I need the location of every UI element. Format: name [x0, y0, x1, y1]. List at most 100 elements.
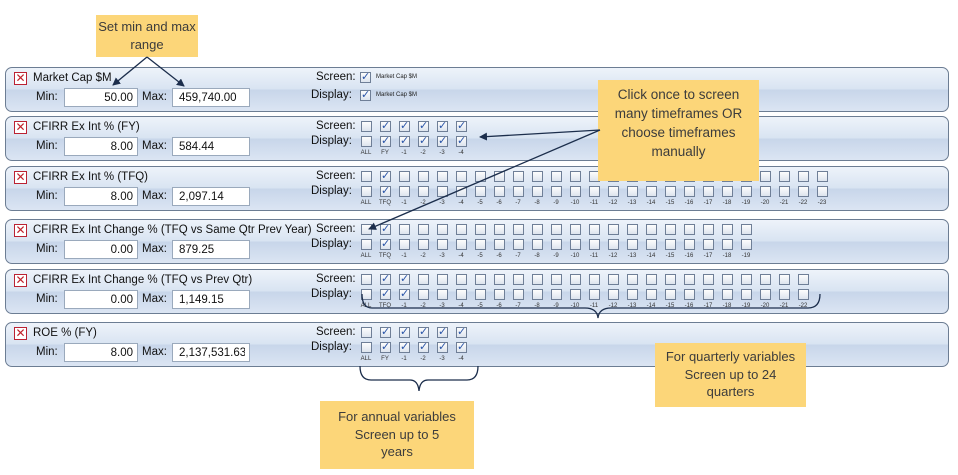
screen-checkbox[interactable]: [456, 325, 467, 338]
screen-checkbox[interactable]: [684, 274, 695, 285]
display-checkbox[interactable]: [437, 289, 448, 300]
display-checkbox[interactable]: [589, 289, 600, 300]
display-checkbox[interactable]: [456, 239, 467, 250]
screen-checkbox[interactable]: [437, 325, 448, 338]
display-checkbox[interactable]: [722, 186, 733, 197]
screen-checkbox[interactable]: [494, 171, 505, 182]
display-checkbox[interactable]: [741, 239, 752, 250]
screen-checkbox[interactable]: [418, 119, 429, 132]
screen-checkbox[interactable]: [513, 274, 524, 285]
screen-checkbox[interactable]: [608, 274, 619, 285]
display-checkbox[interactable]: [665, 239, 676, 250]
display-checkbox[interactable]: [608, 239, 619, 250]
remove-icon[interactable]: ✕: [14, 170, 27, 184]
screen-checkbox[interactable]: [418, 325, 429, 338]
screen-checkbox[interactable]: [646, 274, 657, 285]
display-checkbox[interactable]: [570, 239, 581, 250]
screen-checkbox[interactable]: [418, 274, 429, 285]
screen-checkbox[interactable]: [456, 224, 467, 235]
screen-checkbox[interactable]: [399, 171, 410, 182]
display-checkbox[interactable]: [741, 186, 752, 197]
screen-checkbox[interactable]: [399, 272, 410, 285]
screen-checkbox[interactable]: [570, 224, 581, 235]
screen-checkbox[interactable]: [722, 224, 733, 235]
display-checkbox[interactable]: [475, 289, 486, 300]
display-checkbox[interactable]: [684, 186, 695, 197]
screen-checkbox[interactable]: [532, 224, 543, 235]
display-checkbox[interactable]: [627, 186, 638, 197]
screen-checkbox[interactable]: [380, 169, 391, 182]
display-checkbox[interactable]: [361, 239, 372, 250]
screen-checkbox[interactable]: [437, 171, 448, 182]
screen-checkbox[interactable]: [437, 274, 448, 285]
display-checkbox[interactable]: [456, 340, 467, 353]
screen-checkbox[interactable]: [418, 224, 429, 235]
display-checkbox[interactable]: [361, 342, 372, 353]
screen-checkbox[interactable]: [570, 274, 581, 285]
display-checkbox[interactable]: [418, 134, 429, 147]
screen-checkbox[interactable]: [532, 171, 543, 182]
screen-checkbox[interactable]: [722, 274, 733, 285]
display-checkbox[interactable]: [551, 289, 562, 300]
max-input[interactable]: [172, 88, 250, 107]
display-checkbox[interactable]: [703, 289, 714, 300]
screen-checkbox[interactable]: [741, 224, 752, 235]
min-input[interactable]: [64, 137, 138, 156]
display-checkbox[interactable]: [380, 134, 391, 147]
display-checkbox[interactable]: [532, 289, 543, 300]
display-checkbox[interactable]: [589, 186, 600, 197]
display-checkbox[interactable]: [494, 239, 505, 250]
screen-checkbox[interactable]: [532, 274, 543, 285]
remove-icon[interactable]: ✕: [14, 120, 27, 134]
display-checkbox[interactable]: [589, 239, 600, 250]
screen-checkbox[interactable]: [589, 224, 600, 235]
display-checkbox[interactable]: [513, 289, 524, 300]
display-checkbox[interactable]: [380, 287, 391, 300]
display-checkbox[interactable]: [551, 186, 562, 197]
min-input[interactable]: [64, 290, 138, 309]
screen-checkbox[interactable]: [475, 274, 486, 285]
display-checkbox[interactable]: [494, 289, 505, 300]
screen-checkbox[interactable]: [456, 274, 467, 285]
max-input[interactable]: [172, 137, 250, 156]
screen-checkbox[interactable]: [551, 224, 562, 235]
screen-checkbox[interactable]: [380, 325, 391, 338]
screen-checkbox[interactable]: [456, 171, 467, 182]
display-checkbox[interactable]: [722, 289, 733, 300]
remove-icon[interactable]: ✕: [14, 71, 27, 85]
display-checkbox[interactable]: [741, 289, 752, 300]
screen-checkbox[interactable]: [361, 171, 372, 182]
screen-checkbox[interactable]: [361, 274, 372, 285]
display-checkbox[interactable]: [665, 186, 676, 197]
screen-checkbox[interactable]: [418, 171, 429, 182]
screen-checkbox[interactable]: [760, 171, 771, 182]
display-checkbox[interactable]: [760, 289, 771, 300]
screen-checkbox[interactable]: [456, 119, 467, 132]
display-checkbox[interactable]: [399, 239, 410, 250]
display-checkbox[interactable]: [646, 289, 657, 300]
screen-checkbox[interactable]: [513, 224, 524, 235]
screen-checkbox[interactable]: [513, 171, 524, 182]
display-checkbox[interactable]: [760, 186, 771, 197]
display-checkbox[interactable]: [456, 289, 467, 300]
screen-checkbox[interactable]: [665, 274, 676, 285]
display-checkbox[interactable]: [551, 239, 562, 250]
screen-checkbox[interactable]: [380, 119, 391, 132]
display-checkbox[interactable]: [779, 186, 790, 197]
min-input[interactable]: [64, 343, 138, 362]
display-checkbox[interactable]: [418, 186, 429, 197]
display-checkbox[interactable]: [361, 136, 372, 147]
display-checkbox[interactable]: [798, 186, 809, 197]
display-checkbox[interactable]: [437, 239, 448, 250]
display-checkbox[interactable]: [665, 289, 676, 300]
display-checkbox[interactable]: [418, 289, 429, 300]
display-checkbox[interactable]: [513, 186, 524, 197]
screen-checkbox[interactable]: [380, 272, 391, 285]
screen-checkbox[interactable]: [798, 171, 809, 182]
display-checkbox[interactable]: [475, 186, 486, 197]
screen-checkbox[interactable]: [361, 327, 372, 338]
display-checkbox[interactable]: [418, 239, 429, 250]
display-checkbox[interactable]: [360, 88, 371, 101]
display-checkbox[interactable]: [646, 186, 657, 197]
screen-checkbox[interactable]: [608, 224, 619, 235]
